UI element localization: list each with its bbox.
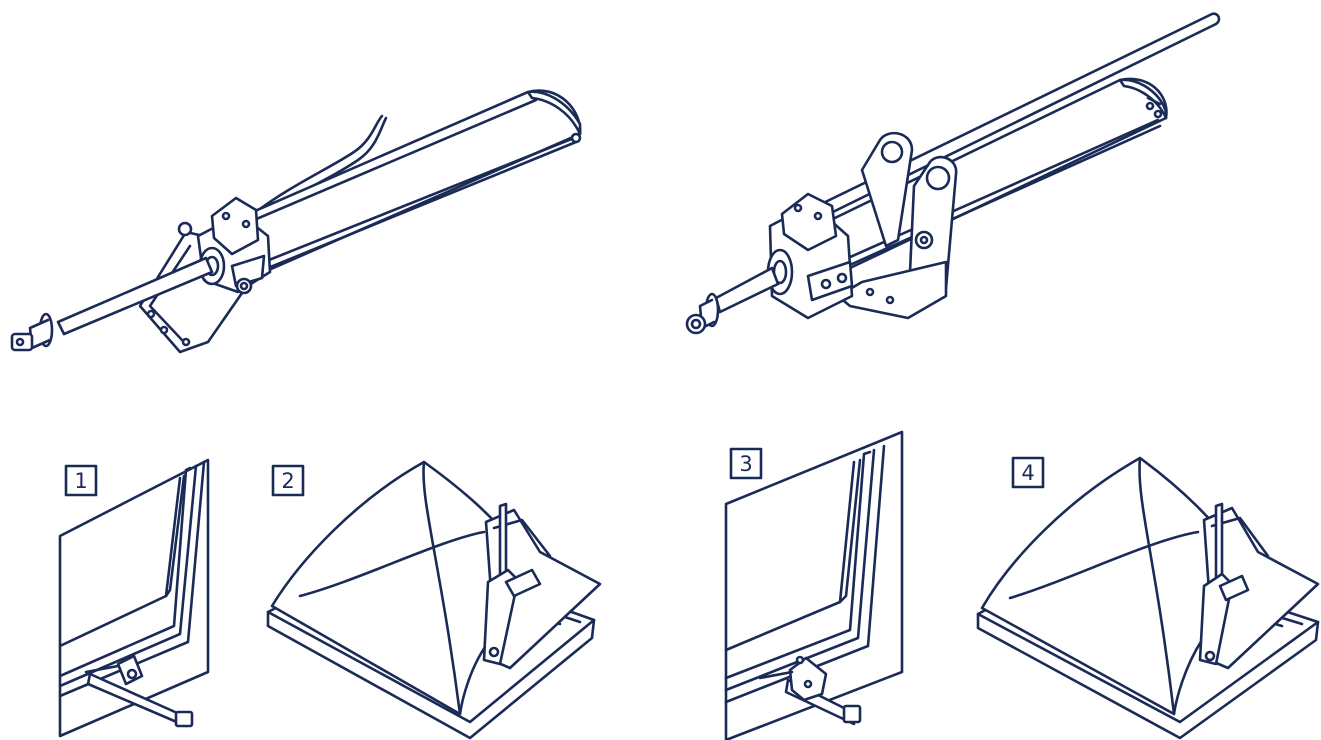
actuator-a-body <box>214 89 582 274</box>
step-3-actuator <box>758 655 862 726</box>
step-1-actuator <box>84 654 194 728</box>
step-2-skylight-scene <box>266 460 602 740</box>
actuator-a-rod <box>10 256 214 352</box>
step-4-skylight-scene <box>976 456 1320 740</box>
actuator-b-bracket <box>836 131 958 320</box>
step-3-box <box>729 447 763 480</box>
step-1-wall <box>58 458 210 738</box>
step-4-actuator <box>1198 502 1250 666</box>
step-3-label: 3 <box>739 452 752 476</box>
step-2-dome <box>270 460 532 716</box>
actuator-b-head <box>766 192 854 320</box>
step-2-box <box>271 464 305 497</box>
actuator-a-drawing <box>10 89 582 354</box>
step-2-label: 2 <box>281 469 294 493</box>
step-4-label: 4 <box>1021 461 1034 485</box>
step-4-dome <box>980 456 1248 716</box>
actuator-a-cable <box>254 114 384 214</box>
step-2-actuator <box>482 502 542 666</box>
step-1-window-scene <box>58 458 210 738</box>
step-3-window-scene <box>724 430 904 740</box>
actuator-b-body <box>804 77 1168 270</box>
step-3-wall <box>724 430 904 740</box>
actuator-b-rod <box>685 266 780 335</box>
step-1-label: 1 <box>74 469 87 493</box>
step-1-box <box>64 464 98 497</box>
actuator-b-drawing <box>685 12 1221 335</box>
step-4-box <box>1011 456 1045 489</box>
